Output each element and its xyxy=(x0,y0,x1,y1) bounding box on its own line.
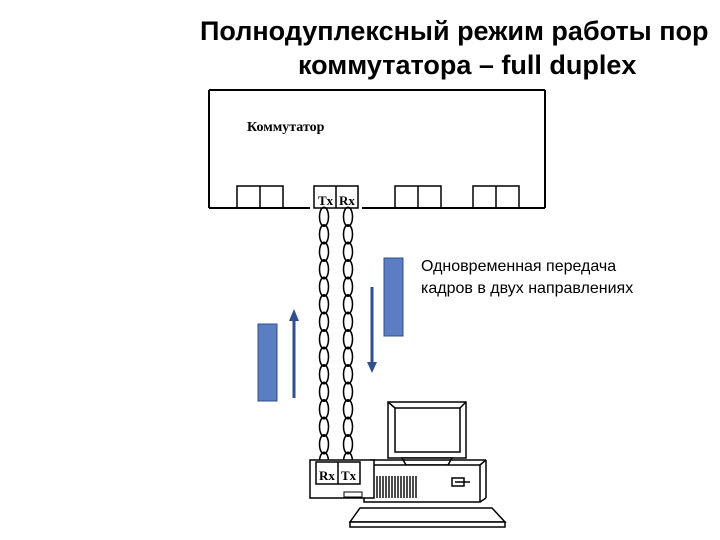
twisted-pair-cable-rx xyxy=(342,206,354,473)
cable-link xyxy=(342,206,354,228)
switch-port-4 xyxy=(472,185,520,209)
switch-port-rx-label: Rx xyxy=(339,193,355,208)
switch-port-active: Tx Rx xyxy=(313,185,359,209)
system-unit xyxy=(363,459,487,503)
cable-link xyxy=(318,258,330,280)
cable-link xyxy=(342,398,354,420)
cable-link xyxy=(342,416,354,438)
cable-link xyxy=(318,311,330,333)
cable-link xyxy=(318,346,330,368)
cable-link xyxy=(342,381,354,403)
network-card: Rx Tx xyxy=(309,459,375,499)
cable-link xyxy=(318,241,330,263)
switch-port-3 xyxy=(394,185,442,209)
cable-link xyxy=(342,328,354,350)
caption-line-1: Одновременная передача xyxy=(421,258,617,275)
cable-link xyxy=(318,363,330,385)
arrow-down xyxy=(367,287,377,373)
frame-upstream xyxy=(257,323,278,402)
cable-link xyxy=(342,433,354,455)
slide-title-line-1: Полнодуплексный режим работы пор xyxy=(200,16,709,46)
frame-downstream xyxy=(383,257,404,337)
monitor xyxy=(387,401,467,466)
cable-link xyxy=(318,293,330,315)
system-unit-vent xyxy=(376,476,417,498)
keyboard xyxy=(348,507,507,528)
cable-link xyxy=(318,328,330,350)
computer xyxy=(348,401,507,528)
slide-title-line-2: коммутатора – full duplex xyxy=(298,50,637,80)
cable-link xyxy=(342,276,354,298)
cable-link xyxy=(342,293,354,315)
switch-box: Коммутатор xyxy=(208,89,546,209)
cable-link xyxy=(318,398,330,420)
caption-line-2: кадров в двух направлениях xyxy=(421,280,634,297)
cable-link xyxy=(342,363,354,385)
caption: Одновременная передача кадров в двух нап… xyxy=(421,256,633,300)
arrow-up xyxy=(289,309,299,398)
nic-tx-label: Tx xyxy=(341,468,357,483)
cable-link xyxy=(318,381,330,403)
switch-port-1 xyxy=(236,185,284,209)
nic-rx-label: Rx xyxy=(319,468,335,483)
cable-link xyxy=(342,311,354,333)
cable-link xyxy=(318,223,330,245)
cable-link xyxy=(342,223,354,245)
cable-link xyxy=(342,241,354,263)
cable-link xyxy=(318,206,330,228)
cable-link xyxy=(342,258,354,280)
switch-port-tx-label: Tx xyxy=(318,193,334,208)
cable-link xyxy=(318,433,330,455)
twisted-pair-cable-tx xyxy=(318,206,330,473)
switch-label: Коммутатор xyxy=(247,120,325,135)
cable-link xyxy=(318,416,330,438)
cable-link xyxy=(342,346,354,368)
cable-link xyxy=(318,276,330,298)
